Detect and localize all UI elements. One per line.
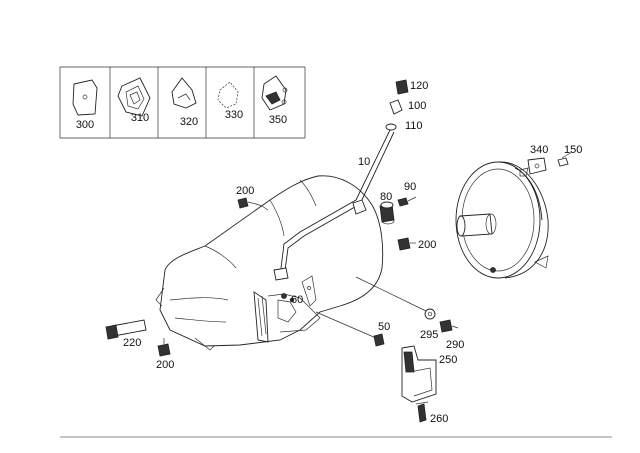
bushing-80[interactable] [379,201,395,225]
bracket-340[interactable] [527,157,547,175]
oil-pan-310[interactable] [117,77,151,117]
callout-290[interactable]: 290 [446,339,464,351]
dipstick-cap-120[interactable] [395,79,409,95]
callout-50[interactable]: 50 [378,321,390,333]
seal-330[interactable] [217,81,239,109]
callout-100[interactable]: 100 [408,100,426,112]
dipstick-plug-100[interactable] [389,99,403,115]
leader-line [315,311,377,339]
parts-inset: 300 310 320 330 350 [59,66,306,139]
callout-250[interactable]: 250 [439,354,457,366]
callout-260[interactable]: 260 [430,413,448,425]
callout-10[interactable]: 10 [358,156,370,168]
bolt-50[interactable] [373,333,385,347]
callout-200-lower[interactable]: 200 [156,359,174,371]
washer-295[interactable] [424,308,436,320]
bolt-220[interactable] [105,319,147,340]
filter-detail [177,93,191,101]
callout-200-right[interactable]: 200 [418,239,436,251]
cover-plate-250[interactable] [401,345,437,403]
gasket-plate-300[interactable] [72,79,98,116]
bolt-150[interactable] [557,151,573,167]
bolt-260[interactable] [415,401,429,423]
callout-110[interactable]: 110 [405,120,423,132]
callout-80[interactable]: 80 [380,191,392,203]
callout-300[interactable]: 300 [76,119,94,131]
bolt-290[interactable] [439,319,459,333]
callout-90[interactable]: 90 [404,181,416,193]
torque-converter[interactable] [455,161,549,279]
callout-120[interactable]: 120 [410,80,428,92]
callout-310[interactable]: 310 [131,112,149,124]
bolt-200-right[interactable] [397,237,416,251]
callout-340[interactable]: 340 [530,144,548,156]
callout-295[interactable]: 295 [420,329,438,341]
leader-line [355,276,429,313]
transmission-housing[interactable] [155,175,384,351]
filter-320[interactable] [171,77,197,109]
callout-350[interactable]: 350 [269,114,287,126]
callout-200-top[interactable]: 200 [236,185,254,197]
bolt-200-lower[interactable] [157,338,171,357]
leader-line [261,205,269,211]
callout-60[interactable]: 60 [291,294,303,306]
bolt-90[interactable] [397,196,417,207]
callout-320[interactable]: 320 [180,116,198,128]
dipstick-ring-110[interactable] [385,123,397,131]
cover-350[interactable] [261,75,288,111]
bolt-200-top[interactable] [237,197,263,209]
callout-220[interactable]: 220 [123,337,141,349]
dipstick-tube-10[interactable] [273,129,395,281]
callout-150[interactable]: 150 [564,144,582,156]
callout-330[interactable]: 330 [225,109,243,121]
gasket-hole [82,94,88,100]
